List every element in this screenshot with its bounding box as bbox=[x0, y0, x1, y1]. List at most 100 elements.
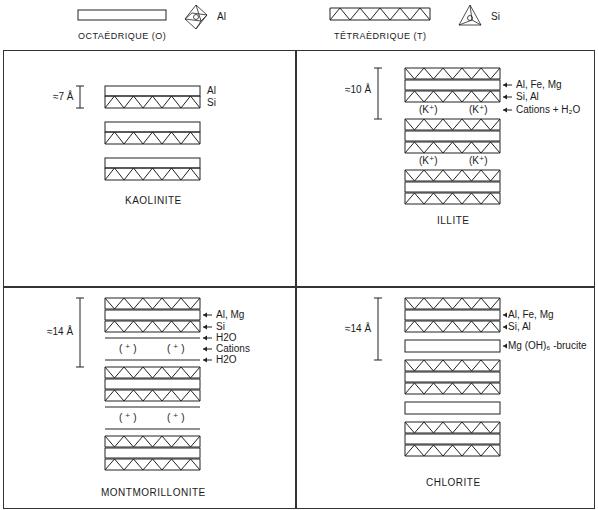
dimension-bracket bbox=[80, 86, 81, 108]
tetrahedral-edge bbox=[330, 8, 430, 9]
tetrahedral-edge bbox=[405, 360, 500, 361]
leader-arrowhead bbox=[503, 108, 507, 113]
tetrahedral-edge bbox=[500, 321, 501, 332]
tetrahedral-edge bbox=[105, 378, 200, 379]
mineral-name: MONTMORILLONITE bbox=[101, 487, 206, 499]
tetrahedral-zigzag bbox=[405, 360, 500, 371]
layer-label: H2O bbox=[215, 354, 238, 366]
tetrahedral-edge bbox=[405, 193, 406, 204]
layer-label: Mg (OH)₆ -brucite bbox=[507, 340, 588, 352]
octahedral-sheet bbox=[405, 182, 500, 192]
tetrahedron-icon bbox=[459, 5, 481, 25]
layer-label: Cations + H₂O bbox=[515, 104, 581, 116]
tetrahedral-edge bbox=[500, 170, 501, 181]
water-layer bbox=[105, 338, 200, 339]
interlayer-cation: ( ⁺ ) bbox=[166, 412, 186, 424]
tetrahedral-zigzag bbox=[405, 170, 500, 181]
octahedral-sheet bbox=[405, 434, 500, 444]
tetrahedral-edge bbox=[405, 181, 500, 182]
water-layer bbox=[105, 407, 200, 408]
tetrahedral-zigzag bbox=[105, 367, 200, 378]
tetrahedral-edge bbox=[405, 142, 500, 143]
tetrahedral-edge bbox=[105, 298, 106, 309]
tetrahedral-edge bbox=[405, 68, 406, 79]
layer-label: Si, Al bbox=[507, 321, 532, 333]
tetrahedral-edge bbox=[500, 119, 501, 130]
dimension-bracket bbox=[378, 68, 379, 119]
layer-label: Al, Fe, Mg bbox=[515, 79, 563, 91]
dimension: ≈14 Å bbox=[46, 326, 74, 338]
tetrahedral-edge bbox=[405, 79, 500, 80]
tetrahedral-edge bbox=[105, 321, 106, 332]
tetrahedral-zigzag bbox=[105, 436, 200, 447]
tetrahedron-center bbox=[468, 16, 473, 21]
tetrahedral-edge bbox=[405, 371, 500, 372]
dimension-tick bbox=[374, 360, 382, 361]
tetrahedral-edge bbox=[105, 436, 106, 447]
tetrahedral-edge bbox=[405, 170, 406, 181]
tetrahedral-edge bbox=[405, 422, 500, 423]
dimension-tick bbox=[76, 108, 84, 109]
tetrahedral-edge bbox=[405, 102, 500, 103]
tetrahedral-edge bbox=[405, 298, 406, 309]
water-layer bbox=[105, 360, 200, 361]
tetrahedral-zigzag bbox=[405, 298, 500, 309]
mineral-panel: MONTMORILLONITE bbox=[3, 287, 296, 509]
tetrahedral-zigzag bbox=[105, 132, 200, 144]
tetrahedral-edge bbox=[500, 422, 501, 433]
octahedron-icon bbox=[185, 5, 207, 29]
dimension: ≈14 Å bbox=[344, 323, 372, 335]
leader-arrowhead bbox=[203, 313, 207, 318]
tetrahedral-edge bbox=[405, 204, 500, 205]
tetrahedral-edge bbox=[105, 132, 106, 144]
legend-text: OCTAÉDRIQUE (O) bbox=[78, 30, 166, 42]
tetrahedral-zigzag bbox=[105, 459, 200, 470]
tetrahedral-edge bbox=[105, 332, 200, 333]
layer-label: Al bbox=[206, 85, 217, 97]
tetrahedral-edge bbox=[105, 390, 106, 401]
dimension-tick bbox=[76, 86, 84, 87]
tetrahedral-zigzag bbox=[105, 96, 200, 108]
octahedral-sheet bbox=[78, 10, 166, 20]
mineral-name: CHLORITE bbox=[426, 477, 481, 489]
tetrahedral-edge bbox=[200, 132, 201, 144]
element-symbol: Si bbox=[490, 11, 501, 23]
dimension-bracket bbox=[80, 298, 81, 367]
tetrahedral-edge bbox=[105, 132, 200, 133]
tetrahedral-edge bbox=[405, 422, 406, 433]
dimension: ≈10 Å bbox=[344, 84, 372, 96]
dimension-bracket bbox=[378, 298, 379, 360]
octahedral-sheet bbox=[405, 372, 500, 382]
tetrahedral-edge bbox=[200, 367, 201, 378]
tetrahedral-edge bbox=[105, 96, 200, 97]
tetrahedral-edge bbox=[405, 332, 500, 333]
tetrahedral-edge bbox=[200, 459, 201, 470]
tetrahedral-zigzag bbox=[105, 298, 200, 309]
tetrahedral-edge bbox=[405, 153, 500, 154]
tetrahedral-edge bbox=[405, 142, 406, 153]
octahedral-sheet bbox=[105, 122, 200, 132]
brucite-sheet bbox=[405, 340, 500, 352]
tetrahedral-edge bbox=[500, 383, 501, 394]
tetrahedral-edge bbox=[405, 91, 406, 102]
brucite-sheet bbox=[405, 402, 500, 414]
interlayer-cation: ( ⁺ ) bbox=[118, 343, 138, 355]
tetrahedral-edge bbox=[200, 321, 201, 332]
tetrahedral-edge bbox=[405, 445, 406, 456]
leader-arrowhead bbox=[203, 358, 207, 363]
leader-arrowhead bbox=[203, 336, 207, 341]
interlayer-cation: ( ⁺ ) bbox=[166, 343, 186, 355]
octahedral-sheet bbox=[405, 80, 500, 90]
tetrahedral-edge bbox=[405, 445, 500, 446]
tetrahedral-edge bbox=[405, 119, 406, 130]
tetrahedral-edge bbox=[105, 470, 200, 471]
tetrahedral-edge bbox=[105, 459, 200, 460]
tetrahedral-edge bbox=[105, 447, 200, 448]
mineral-panel: KAOLINITE bbox=[3, 50, 296, 287]
tetrahedral-zigzag bbox=[405, 142, 500, 153]
tetrahedral-zigzag bbox=[330, 8, 430, 20]
tetrahedral-zigzag bbox=[405, 119, 500, 130]
tetrahedral-zigzag bbox=[105, 168, 200, 180]
tetrahedral-edge bbox=[405, 394, 500, 395]
